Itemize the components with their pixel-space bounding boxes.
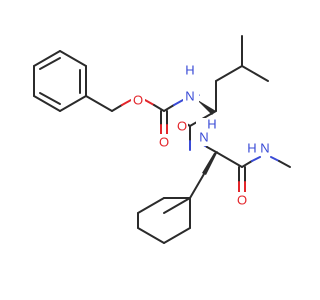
- atom-o-carbamate: O: [157, 134, 171, 150]
- oxygen-label: O: [237, 193, 247, 208]
- stereo-bond: [202, 151, 218, 175]
- bond: [215, 151, 243, 168]
- molecule-structure: O O H N O H N H N O: [33, 35, 291, 244]
- bond: [163, 104, 175, 112]
- wedge-bond: [196, 99, 216, 115]
- bond: [137, 197, 165, 214]
- bond: [85, 95, 113, 112]
- bond: [163, 197, 191, 214]
- bond: [144, 99, 155, 106]
- bond: [33, 95, 61, 112]
- oxygen-label: O: [159, 135, 169, 150]
- nitrogen-label: N: [185, 89, 194, 104]
- bond: [189, 173, 205, 199]
- atom-o-amide1: O: [174, 118, 188, 134]
- double-bond-inner: [39, 57, 61, 70]
- bond: [59, 50, 87, 67]
- bond: [111, 104, 123, 112]
- phenyl-ring: [137, 197, 191, 244]
- bond: [163, 227, 191, 244]
- bond: [215, 65, 243, 82]
- bond: [33, 50, 61, 67]
- bond: [153, 104, 165, 112]
- atom-o-ester: O: [131, 92, 145, 108]
- bond: [121, 99, 132, 106]
- bond: [241, 160, 253, 168]
- hydrogen-label: H: [207, 117, 216, 132]
- bond: [59, 95, 87, 112]
- oxygen-label: O: [177, 119, 187, 134]
- oxygen-label: O: [133, 93, 143, 108]
- hydrogen-label: H: [247, 141, 256, 156]
- bond: [137, 227, 165, 244]
- bond: [173, 99, 184, 106]
- bond: [251, 156, 261, 162]
- bond: [270, 156, 280, 162]
- benzyl-ring: [33, 50, 87, 112]
- nitrogen-label: N: [199, 130, 208, 145]
- atom-o-amide2: O: [235, 192, 249, 208]
- atom-nh-methylamide: H N: [247, 140, 272, 156]
- hydrogen-label: H: [185, 63, 194, 78]
- structure-svg: O O H N O H N H N O: [33, 35, 291, 244]
- bond: [206, 146, 217, 153]
- bond: [241, 65, 269, 82]
- nitrogen-label: N: [260, 141, 269, 156]
- bond: [278, 160, 291, 168]
- atom-nh-amide1: H N: [196, 117, 217, 146]
- atom-nh-carbamate: H N: [183, 63, 199, 105]
- double-bond-inner: [39, 92, 61, 105]
